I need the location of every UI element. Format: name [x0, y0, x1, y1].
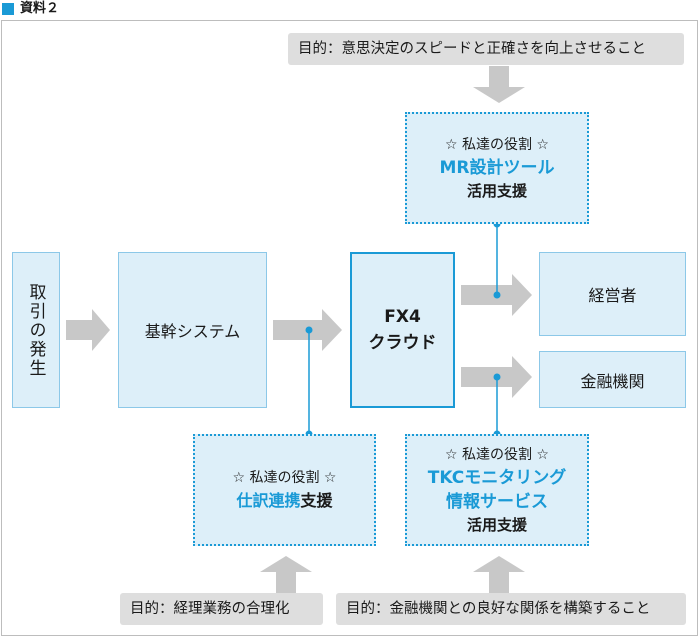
arrow-top-purpose	[473, 66, 525, 103]
node-financial: 金融機関	[539, 351, 686, 408]
connector-tkc-dot-top	[493, 373, 501, 381]
arrow-bottom-left-purpose	[260, 556, 312, 593]
role-journal-black: 支援	[300, 491, 333, 510]
purpose-top: 目的：意思決定のスピードと正確さを向上させること	[288, 33, 684, 65]
arrow-transaction-to-core	[66, 309, 110, 351]
connector-mr-dot-bottom	[493, 291, 501, 299]
header-marker	[2, 3, 14, 15]
connector-journal-dot-top	[305, 326, 313, 334]
node-fx4-cloud: FX4 クラウド	[350, 252, 455, 408]
node-management: 経営者	[539, 252, 686, 336]
role-tkc-monitoring: ☆ 私達の役割 ☆ TKCモニタリング 情報サービス 活用支援	[405, 434, 589, 546]
node-cloud-label: クラウド	[368, 333, 437, 353]
node-core-system: 基幹システム	[118, 252, 267, 408]
role-journal-link: ☆ 私達の役割 ☆ 仕訳連携支援	[193, 434, 376, 546]
role-mr-caption: ☆ 私達の役割 ☆	[444, 137, 549, 153]
purpose-bottom-right: 目的：金融機関との良好な関係を構築すること	[336, 593, 686, 625]
diagram-frame	[1, 20, 698, 636]
purpose-bottom-left: 目的：経理業務の合理化	[120, 593, 323, 625]
page-title: 資料２	[20, 1, 60, 16]
node-transaction: 取引の発生	[12, 252, 60, 408]
role-mr-design-tool: ☆ 私達の役割 ☆ MR設計ツール 活用支援	[405, 112, 589, 224]
role-tkc-caption: ☆ 私達の役割 ☆	[444, 447, 549, 463]
role-journal-caption: ☆ 私達の役割 ☆	[232, 470, 337, 486]
arrow-bottom-right-purpose	[473, 556, 525, 593]
role-tkc-line3: 活用支援	[466, 516, 527, 534]
role-journal-blue: 仕訳連携	[236, 491, 301, 510]
role-journal-line: 仕訳連携支援	[236, 489, 332, 513]
node-transaction-label: 取引の発生	[25, 282, 46, 378]
role-mr-line1: MR設計ツール	[439, 158, 555, 178]
role-tkc-line1: TKCモニタリング	[427, 468, 567, 488]
role-mr-line2: 活用支援	[466, 182, 527, 200]
role-tkc-line2: 情報サービス	[446, 492, 548, 512]
node-fx4-label: FX4	[384, 307, 421, 327]
